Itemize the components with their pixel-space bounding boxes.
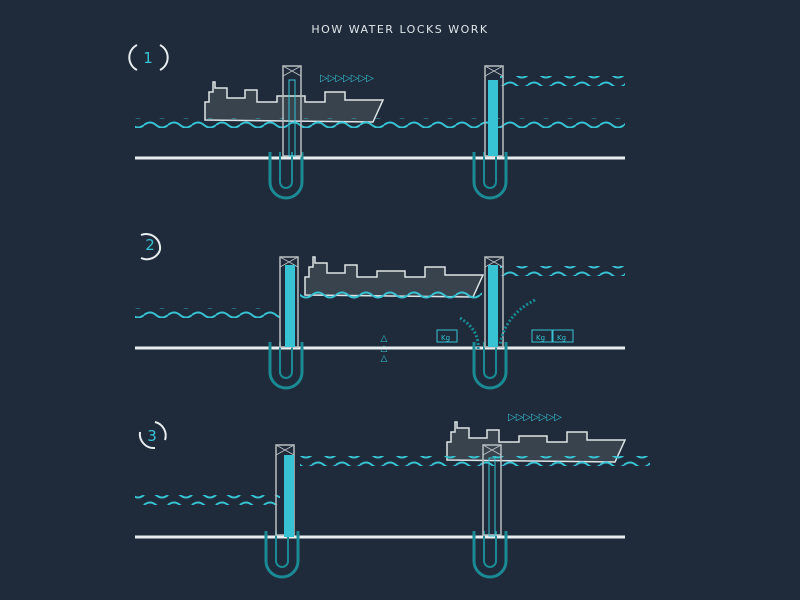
weight-icon: Kg Kg Kg [436,329,574,343]
step-number: 2 [145,236,155,254]
step-2: 2 △△△ Kg Kg Kg [135,233,625,390]
step-1: 1 ▷▷▷▷▷▷▷ [128,44,625,200]
svg-text:Kg: Kg [557,334,566,342]
direction-arrows: ▷▷▷▷▷▷▷ [320,73,374,84]
step-number: 1 [143,49,153,67]
step-number: 3 [147,427,157,445]
svg-text:Kg: Kg [536,334,545,342]
direction-arrows: ▷▷▷▷▷▷▷ [508,412,562,423]
svg-text:Kg: Kg [441,334,450,342]
diagram-title: HOW WATER LOCKS WORK [311,23,489,36]
step-3: 3 ▷▷▷▷▷▷▷ [135,412,650,579]
